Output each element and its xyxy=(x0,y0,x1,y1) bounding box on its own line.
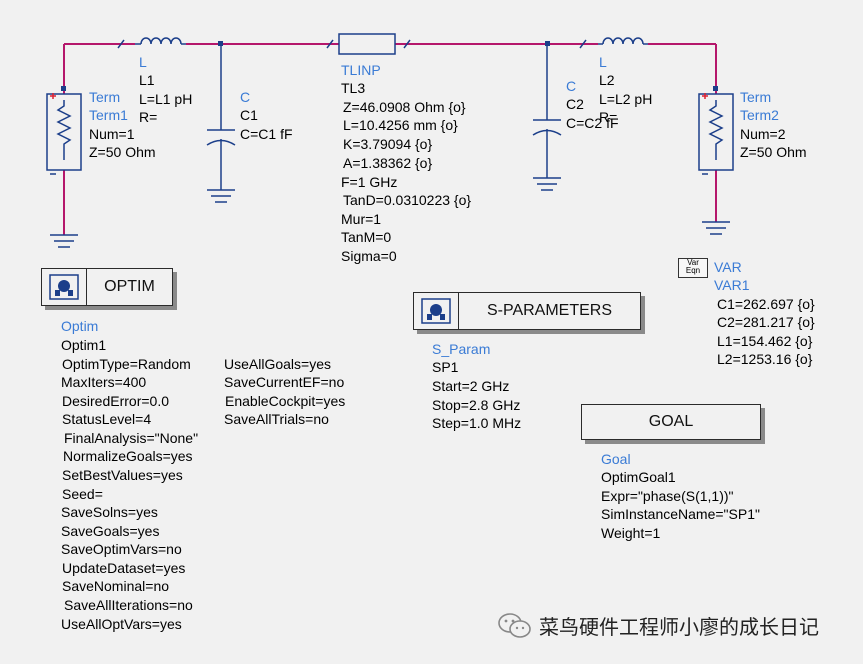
optim-icon xyxy=(42,269,87,305)
l2-type: L xyxy=(599,54,607,70)
optim-param: SaveCurrentEF=no xyxy=(224,374,345,390)
optim-param: SaveGoals=yes xyxy=(61,523,160,539)
sparam-param: Stop=2.8 GHz xyxy=(432,397,521,413)
c2-name: C2 xyxy=(566,96,584,112)
l2-value: L=L2 pH xyxy=(599,91,653,107)
term2-impedance: Z=50 Ohm xyxy=(740,144,807,160)
term2-name: Term2 xyxy=(740,107,779,123)
optim-controller-box[interactable]: OPTIM xyxy=(41,268,173,306)
capacitor-c2[interactable] xyxy=(532,46,562,191)
optim-param: UseAllGoals=yes xyxy=(224,356,331,372)
c1-name: C1 xyxy=(240,107,258,123)
goal-param: SimInstanceName="SP1" xyxy=(601,506,760,522)
sparam-name: SP1 xyxy=(432,359,459,375)
optim-param: UpdateDataset=yes xyxy=(62,560,186,576)
tl3-param: Z=46.0908 Ohm {o} xyxy=(343,99,466,115)
var-type: VAR xyxy=(714,259,742,275)
var-name: VAR1 xyxy=(714,277,750,293)
transmission-line-tl3[interactable] xyxy=(326,33,411,55)
l1-name: L1 xyxy=(139,72,155,88)
wire-junctions xyxy=(61,41,718,91)
watermark-text: 菜鸟硬件工程师小廖的成长日记 xyxy=(539,617,819,639)
tl3-param: L=10.4256 mm {o} xyxy=(343,117,458,133)
l2-name: L2 xyxy=(599,72,615,88)
eqn-icon-text: Eqn xyxy=(685,266,701,275)
inductor-l1[interactable] xyxy=(117,37,186,49)
optim-header: OPTIM xyxy=(104,278,155,295)
tl3-param: TanD=0.0310223 {o} xyxy=(343,192,472,208)
capacitor-c1[interactable] xyxy=(206,46,236,203)
optim-param: SaveAllTrials=no xyxy=(224,411,329,427)
port-term2[interactable] xyxy=(698,93,734,235)
term2-num: Num=2 xyxy=(740,126,786,142)
optim-param: SaveOptimVars=no xyxy=(61,541,182,557)
tl3-param: K=3.79094 {o} xyxy=(343,136,433,152)
tl3-param: F=1 GHz xyxy=(341,174,398,190)
optim-param: SetBestValues=yes xyxy=(62,467,183,483)
goal-box[interactable]: GOAL xyxy=(581,404,761,440)
goal-header: GOAL xyxy=(648,413,694,430)
l1-resistance: R= xyxy=(139,109,158,125)
optim-param: SaveNominal=no xyxy=(62,578,170,594)
tl3-param: Sigma=0 xyxy=(341,248,397,264)
port-term1[interactable] xyxy=(46,93,82,248)
tl3-type: TLINP xyxy=(341,62,381,78)
term1-type: Term xyxy=(89,89,121,105)
s-parameters-header: S-PARAMETERS xyxy=(486,302,613,319)
var-param: L1=154.462 {o} xyxy=(717,333,813,349)
l1-type: L xyxy=(139,54,147,70)
var-param: C1=262.697 {o} xyxy=(717,296,815,312)
optim-param: NormalizeGoals=yes xyxy=(63,448,193,464)
sparam-param: Start=2 GHz xyxy=(432,378,510,394)
var-icon-text: Var xyxy=(687,258,699,267)
tl3-param: TanM=0 xyxy=(341,229,392,245)
optim-param: StatusLevel=4 xyxy=(62,411,152,427)
tl3-param: Mur=1 xyxy=(341,211,382,227)
term1-num: Num=1 xyxy=(89,126,135,142)
top-wire xyxy=(63,43,717,235)
term1-name: Term1 xyxy=(89,107,128,123)
var-param: L2=1253.16 {o} xyxy=(717,351,813,367)
c2-type: C xyxy=(566,78,577,94)
optim-param: DesiredError=0.0 xyxy=(62,393,169,409)
wechat-icon xyxy=(498,612,531,638)
l1-value: L=L1 pH xyxy=(139,91,193,107)
goal-type: Goal xyxy=(601,451,631,467)
tl3-param: A=1.38362 {o} xyxy=(343,155,433,171)
optim-param: MaxIters=400 xyxy=(61,374,147,390)
inductor-l2[interactable] xyxy=(579,37,648,49)
c1-type: C xyxy=(240,89,251,105)
s-parameters-controller-box[interactable]: S-PARAMETERS xyxy=(413,292,641,330)
optim-param: SaveSolns=yes xyxy=(61,504,158,520)
optim-param: EnableCockpit=yes xyxy=(225,393,346,409)
goal-param: Expr="phase(S(1,1))" xyxy=(601,488,734,504)
sparam-param: Step=1.0 MHz xyxy=(432,415,522,431)
l2-resistance: R= xyxy=(599,109,618,125)
optim-type: Optim xyxy=(61,318,99,334)
s-parameters-icon xyxy=(414,293,459,329)
c1-value: C=C1 fF xyxy=(240,126,293,142)
optim-param: SaveAllIterations=no xyxy=(64,597,193,613)
term1-impedance: Z=50 Ohm xyxy=(89,144,156,160)
tl3-name: TL3 xyxy=(341,80,366,96)
sparam-type: S_Param xyxy=(432,341,491,357)
goal-param: Weight=1 xyxy=(601,525,661,541)
term2-type: Term xyxy=(740,89,772,105)
optim-name: Optim1 xyxy=(61,337,107,353)
goal-name: OptimGoal1 xyxy=(601,469,676,485)
watermark: 菜鸟硬件工程师小廖的成长日记 xyxy=(497,611,819,640)
optim-param: FinalAnalysis="None" xyxy=(64,430,199,446)
var-eqn-icon[interactable]: Var Eqn xyxy=(678,258,708,278)
optim-param: Seed= xyxy=(62,486,103,502)
optim-param: OptimType=Random xyxy=(62,356,191,372)
var-param: C2=281.217 {o} xyxy=(717,314,815,330)
c2-value: C=C2 fF xyxy=(566,115,619,131)
optim-param: UseAllOptVars=yes xyxy=(61,616,182,632)
